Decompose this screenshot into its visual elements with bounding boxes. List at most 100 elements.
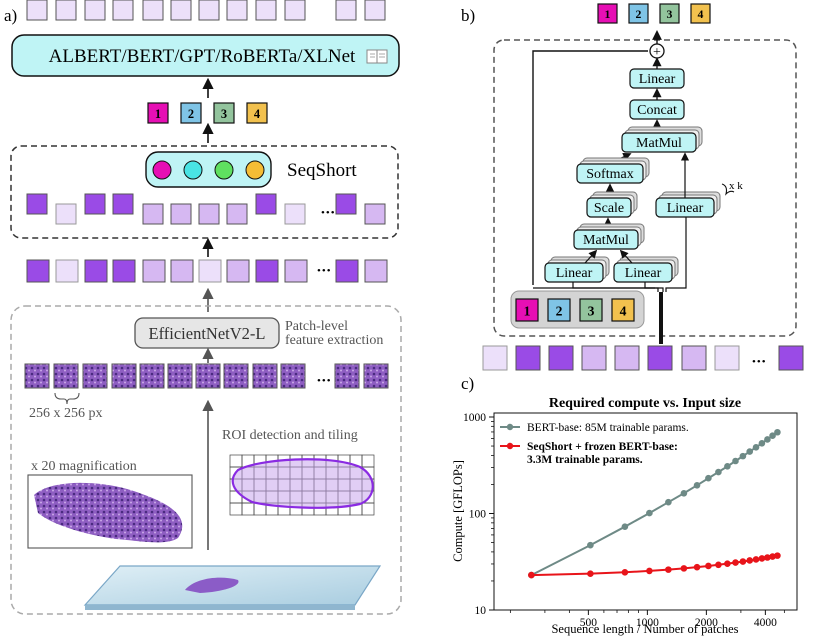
attention-block xyxy=(493,39,797,337)
patch-feature-label-1: Patch-level xyxy=(285,319,348,334)
bert-base-point xyxy=(774,428,781,436)
seqshort-point xyxy=(705,562,712,570)
sequence-token xyxy=(255,193,277,215)
tile-ellipsis: ••• xyxy=(317,375,332,387)
class-token-label: 4 xyxy=(254,107,260,121)
bert-base-point xyxy=(587,541,594,549)
sequence-token xyxy=(284,0,306,21)
class-token-label: 4 xyxy=(698,8,704,21)
class-token-2 xyxy=(628,3,649,24)
tissue-tile xyxy=(82,363,108,389)
bert-base-point xyxy=(715,468,722,476)
class-token-label: 3 xyxy=(221,107,227,121)
matmul-bottom-box xyxy=(573,223,645,250)
sequence-token xyxy=(142,203,164,225)
language-model-box xyxy=(11,34,400,77)
tissue-tile xyxy=(252,363,278,389)
linear-q-label: Linear xyxy=(556,266,593,281)
bert-base-point xyxy=(705,474,712,482)
sequence-token xyxy=(284,259,308,283)
tissue-magnified xyxy=(34,482,183,543)
sequence-token xyxy=(55,0,77,21)
sequence-token xyxy=(364,259,388,283)
roi-label: ROI detection and tiling xyxy=(222,428,358,443)
x-tick-label: 4000 xyxy=(754,617,777,629)
scale-box xyxy=(586,191,638,218)
sequence-token xyxy=(112,259,136,283)
sequence-token xyxy=(84,193,106,215)
tile-row xyxy=(24,363,389,389)
filter-3 xyxy=(214,160,234,180)
class-token-1 xyxy=(597,3,618,24)
feature-token-row xyxy=(26,259,388,283)
residual-connection xyxy=(532,50,648,285)
bert-base-point xyxy=(739,452,747,460)
bert-base-point xyxy=(680,489,688,497)
y-tick-label: 10 xyxy=(475,605,487,617)
sequence-token xyxy=(142,0,164,21)
matmul-bottom-label: MatMul xyxy=(583,233,629,248)
bert-base-point xyxy=(665,498,672,506)
linear-k-box xyxy=(613,256,679,283)
legend-seqshort-label: SeqShort + frozen BERT-base:3.3M trainab… xyxy=(527,441,678,466)
sequence-token xyxy=(55,203,77,225)
softmax-label: Softmax xyxy=(586,167,633,182)
input-lines xyxy=(533,217,687,344)
sequence-token xyxy=(112,193,134,215)
bert-base-point xyxy=(752,444,760,451)
linear-k-label: Linear xyxy=(625,266,662,281)
concat-label: Concat xyxy=(637,103,677,118)
sequence-token xyxy=(778,345,804,371)
tissue-tile xyxy=(223,363,249,389)
linear-output-label: Linear xyxy=(639,72,676,87)
class-token-3 xyxy=(579,298,603,322)
seqshort-point xyxy=(587,570,594,577)
softmax-box xyxy=(576,157,650,184)
sequence-token xyxy=(335,193,357,215)
class-token-4 xyxy=(246,102,268,124)
class-token-label: 1 xyxy=(155,107,161,121)
legend: BERT-base: 85M trainable params. SeqShor… xyxy=(500,422,689,466)
sequence-token xyxy=(255,0,277,21)
y-axis-label: Compute [GFLOPs] xyxy=(451,460,465,562)
panel-label-a: a) xyxy=(4,6,17,25)
filter-2 xyxy=(183,160,203,180)
class-token-3 xyxy=(213,102,235,124)
filter-4 xyxy=(245,160,265,180)
class-token-label: 3 xyxy=(588,303,595,318)
seqshort-point xyxy=(528,571,535,579)
sequence-token xyxy=(170,203,192,225)
legend-bert-label: BERT-base: 85M trainable params. xyxy=(527,422,689,434)
sequence-token xyxy=(335,259,359,283)
class-token-label: 3 xyxy=(667,8,673,21)
sequence-token xyxy=(112,0,134,21)
tissue-tile xyxy=(53,363,79,389)
bert-base-point xyxy=(693,481,701,489)
sequence-token xyxy=(284,203,306,225)
class-token-label: 2 xyxy=(636,8,642,21)
sequence-token xyxy=(226,259,250,283)
language-model-label: ALBERT/BERT/GPT/RoBERTa/XLNet xyxy=(49,46,356,67)
seqshort-token-row xyxy=(26,0,386,225)
sequence-token xyxy=(170,259,194,283)
tissue-tile xyxy=(111,363,137,389)
class-token-1 xyxy=(147,102,169,124)
bert-base-point xyxy=(764,436,771,443)
linear-v-label: Linear xyxy=(667,201,704,216)
sequence-token xyxy=(84,259,108,283)
x-tick-label: 1000 xyxy=(636,617,659,629)
seqshort-point xyxy=(746,557,754,564)
sequence-token xyxy=(55,259,79,283)
sequence-token xyxy=(226,0,248,21)
sequence-token xyxy=(142,259,166,283)
seqshort-label: SeqShort xyxy=(287,160,357,181)
repeat-label: x k xyxy=(729,180,743,192)
sequence-token xyxy=(714,345,740,371)
sequence-token xyxy=(226,203,248,225)
tissue-tile xyxy=(24,363,50,389)
panel-label-b: b) xyxy=(461,6,475,25)
efficientnet-label: EfficientNetV2-L xyxy=(149,324,266,343)
